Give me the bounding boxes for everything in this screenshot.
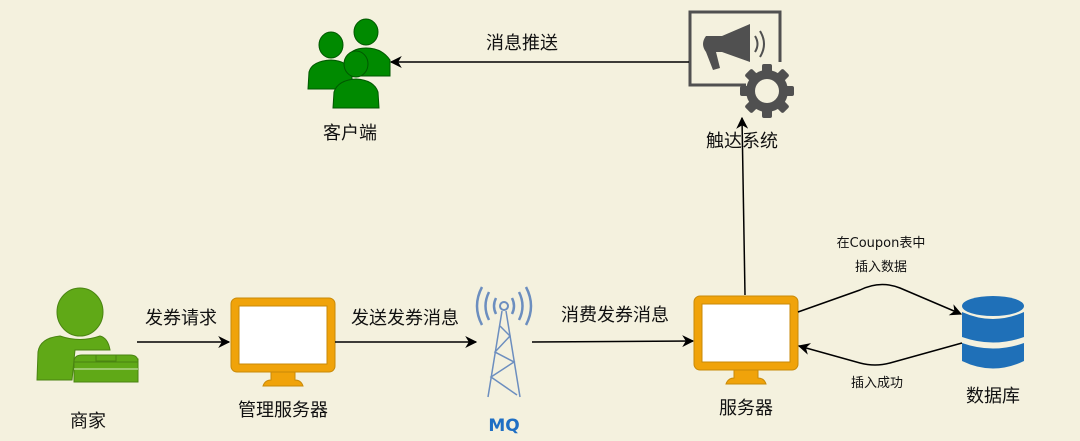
admin-server-label: 管理服务器: [238, 400, 328, 421]
database-icon: [962, 296, 1024, 369]
server-monitor-icon: [693, 295, 799, 385]
edge-insert-success: [797, 342, 963, 366]
mq-tower-icon: [475, 286, 533, 398]
consume-coupon-msg-label: 消费发券消息: [561, 305, 669, 326]
reach-system-icon: [688, 10, 794, 118]
coupon-request-label: 发券请求: [145, 308, 217, 329]
client-label: 客户端: [323, 123, 377, 144]
insert-success-label: 插入成功: [851, 376, 903, 391]
edge-consume-coupon-msg: [531, 335, 695, 348]
merchant-label: 商家: [70, 411, 106, 432]
insert-data-label-line1: 在Coupon表中: [837, 236, 926, 251]
admin-server-monitor-icon: [230, 297, 336, 387]
client-users-icon: [307, 18, 391, 109]
edge-to-reach-system: [736, 116, 749, 296]
database-label: 数据库: [966, 386, 1020, 407]
megaphone-icon: [703, 24, 765, 70]
push-message-label: 消息推送: [486, 33, 558, 54]
gear-icon: [740, 64, 794, 118]
server-label: 服务器: [719, 398, 773, 419]
edge-insert-data: [797, 283, 963, 316]
reach-system-label: 触达系统: [706, 131, 778, 152]
mq-label: MQ: [488, 416, 519, 436]
merchant-icon: [36, 287, 139, 383]
send-coupon-msg-label: 发送发券消息: [351, 308, 459, 329]
insert-data-label-line2: 插入数据: [855, 260, 907, 275]
